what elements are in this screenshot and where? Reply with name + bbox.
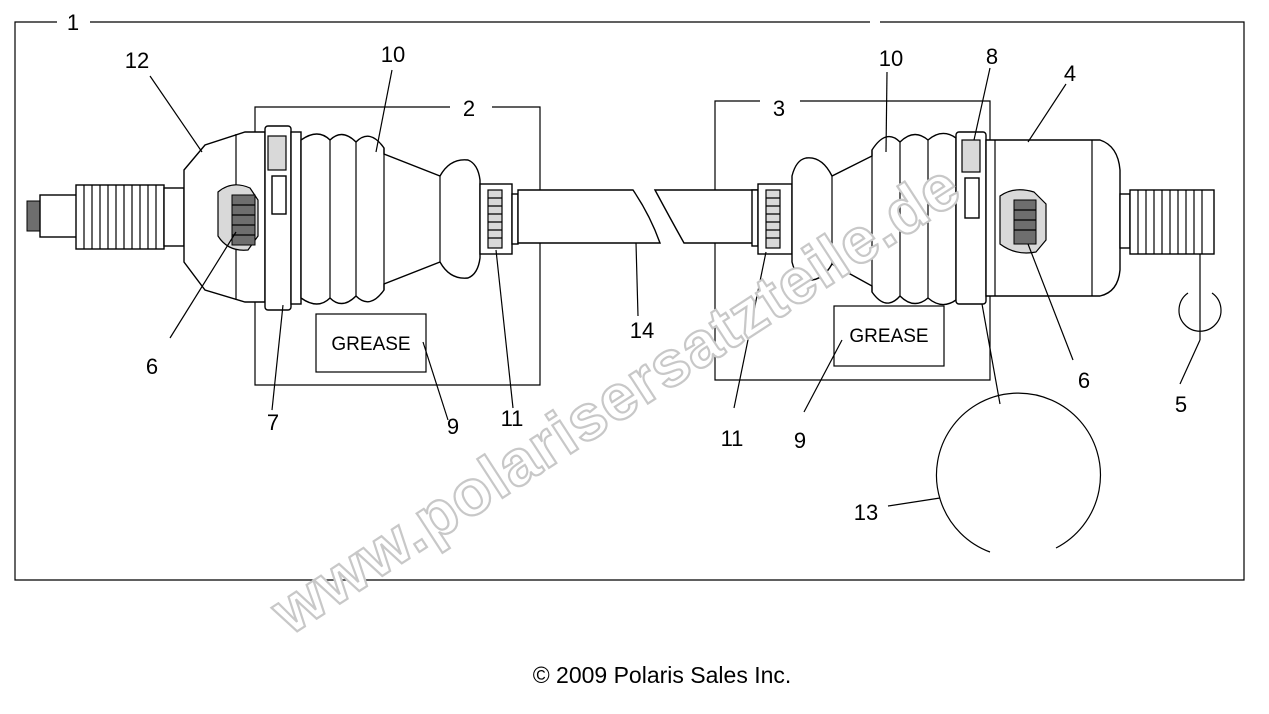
center-shaft xyxy=(517,189,761,244)
callout-12: 12 xyxy=(125,48,149,73)
callout-numbers: 1 2 3 4 5 6 6 7 8 9 9 10 10 11 11 12 13 … xyxy=(67,10,1187,525)
left-stub-shaft xyxy=(26,184,185,250)
callout-11-left: 11 xyxy=(501,406,524,431)
svg-text:GREASE: GREASE xyxy=(331,334,410,355)
outer-small-clamp xyxy=(751,183,793,255)
svg-text:GREASE: GREASE xyxy=(849,326,928,347)
inner-boot xyxy=(300,133,481,305)
callout-10-left: 10 xyxy=(381,42,405,67)
outer-frame xyxy=(14,21,1245,581)
outer-joint-box xyxy=(714,100,991,381)
copyright-text: © 2009 Polaris Sales Inc. xyxy=(533,662,792,688)
callout-7: 7 xyxy=(267,410,279,435)
callout-10-right: 10 xyxy=(879,46,903,71)
outer-boot-clamp xyxy=(955,131,987,305)
grease-label-left: GREASE xyxy=(315,313,427,373)
callout-6-right: 6 xyxy=(1078,368,1090,393)
inner-small-clamp xyxy=(479,183,519,255)
callout-8: 8 xyxy=(986,44,998,69)
callout-14: 14 xyxy=(630,318,654,343)
grease-label-right: GREASE xyxy=(833,305,945,367)
outer-boot xyxy=(791,132,957,306)
callout-11-right: 11 xyxy=(721,426,744,451)
retaining-ring-large xyxy=(935,392,1102,553)
inner-cv-housing xyxy=(183,131,266,303)
callout-13: 13 xyxy=(854,500,878,525)
callout-9-right: 9 xyxy=(794,428,806,453)
callout-5: 5 xyxy=(1175,392,1187,417)
callout-4: 4 xyxy=(1064,61,1076,86)
callout-1: 1 xyxy=(67,10,79,35)
inner-joint-box xyxy=(254,106,541,386)
callout-9-left: 9 xyxy=(447,414,459,439)
right-stub-shaft xyxy=(1119,189,1215,255)
left-boot-clamp xyxy=(264,125,302,311)
leader-lines xyxy=(149,67,1201,507)
outer-cv-housing xyxy=(985,139,1121,297)
callout-2: 2 xyxy=(463,96,475,121)
callout-3: 3 xyxy=(773,96,785,121)
callout-6-left: 6 xyxy=(146,354,158,379)
